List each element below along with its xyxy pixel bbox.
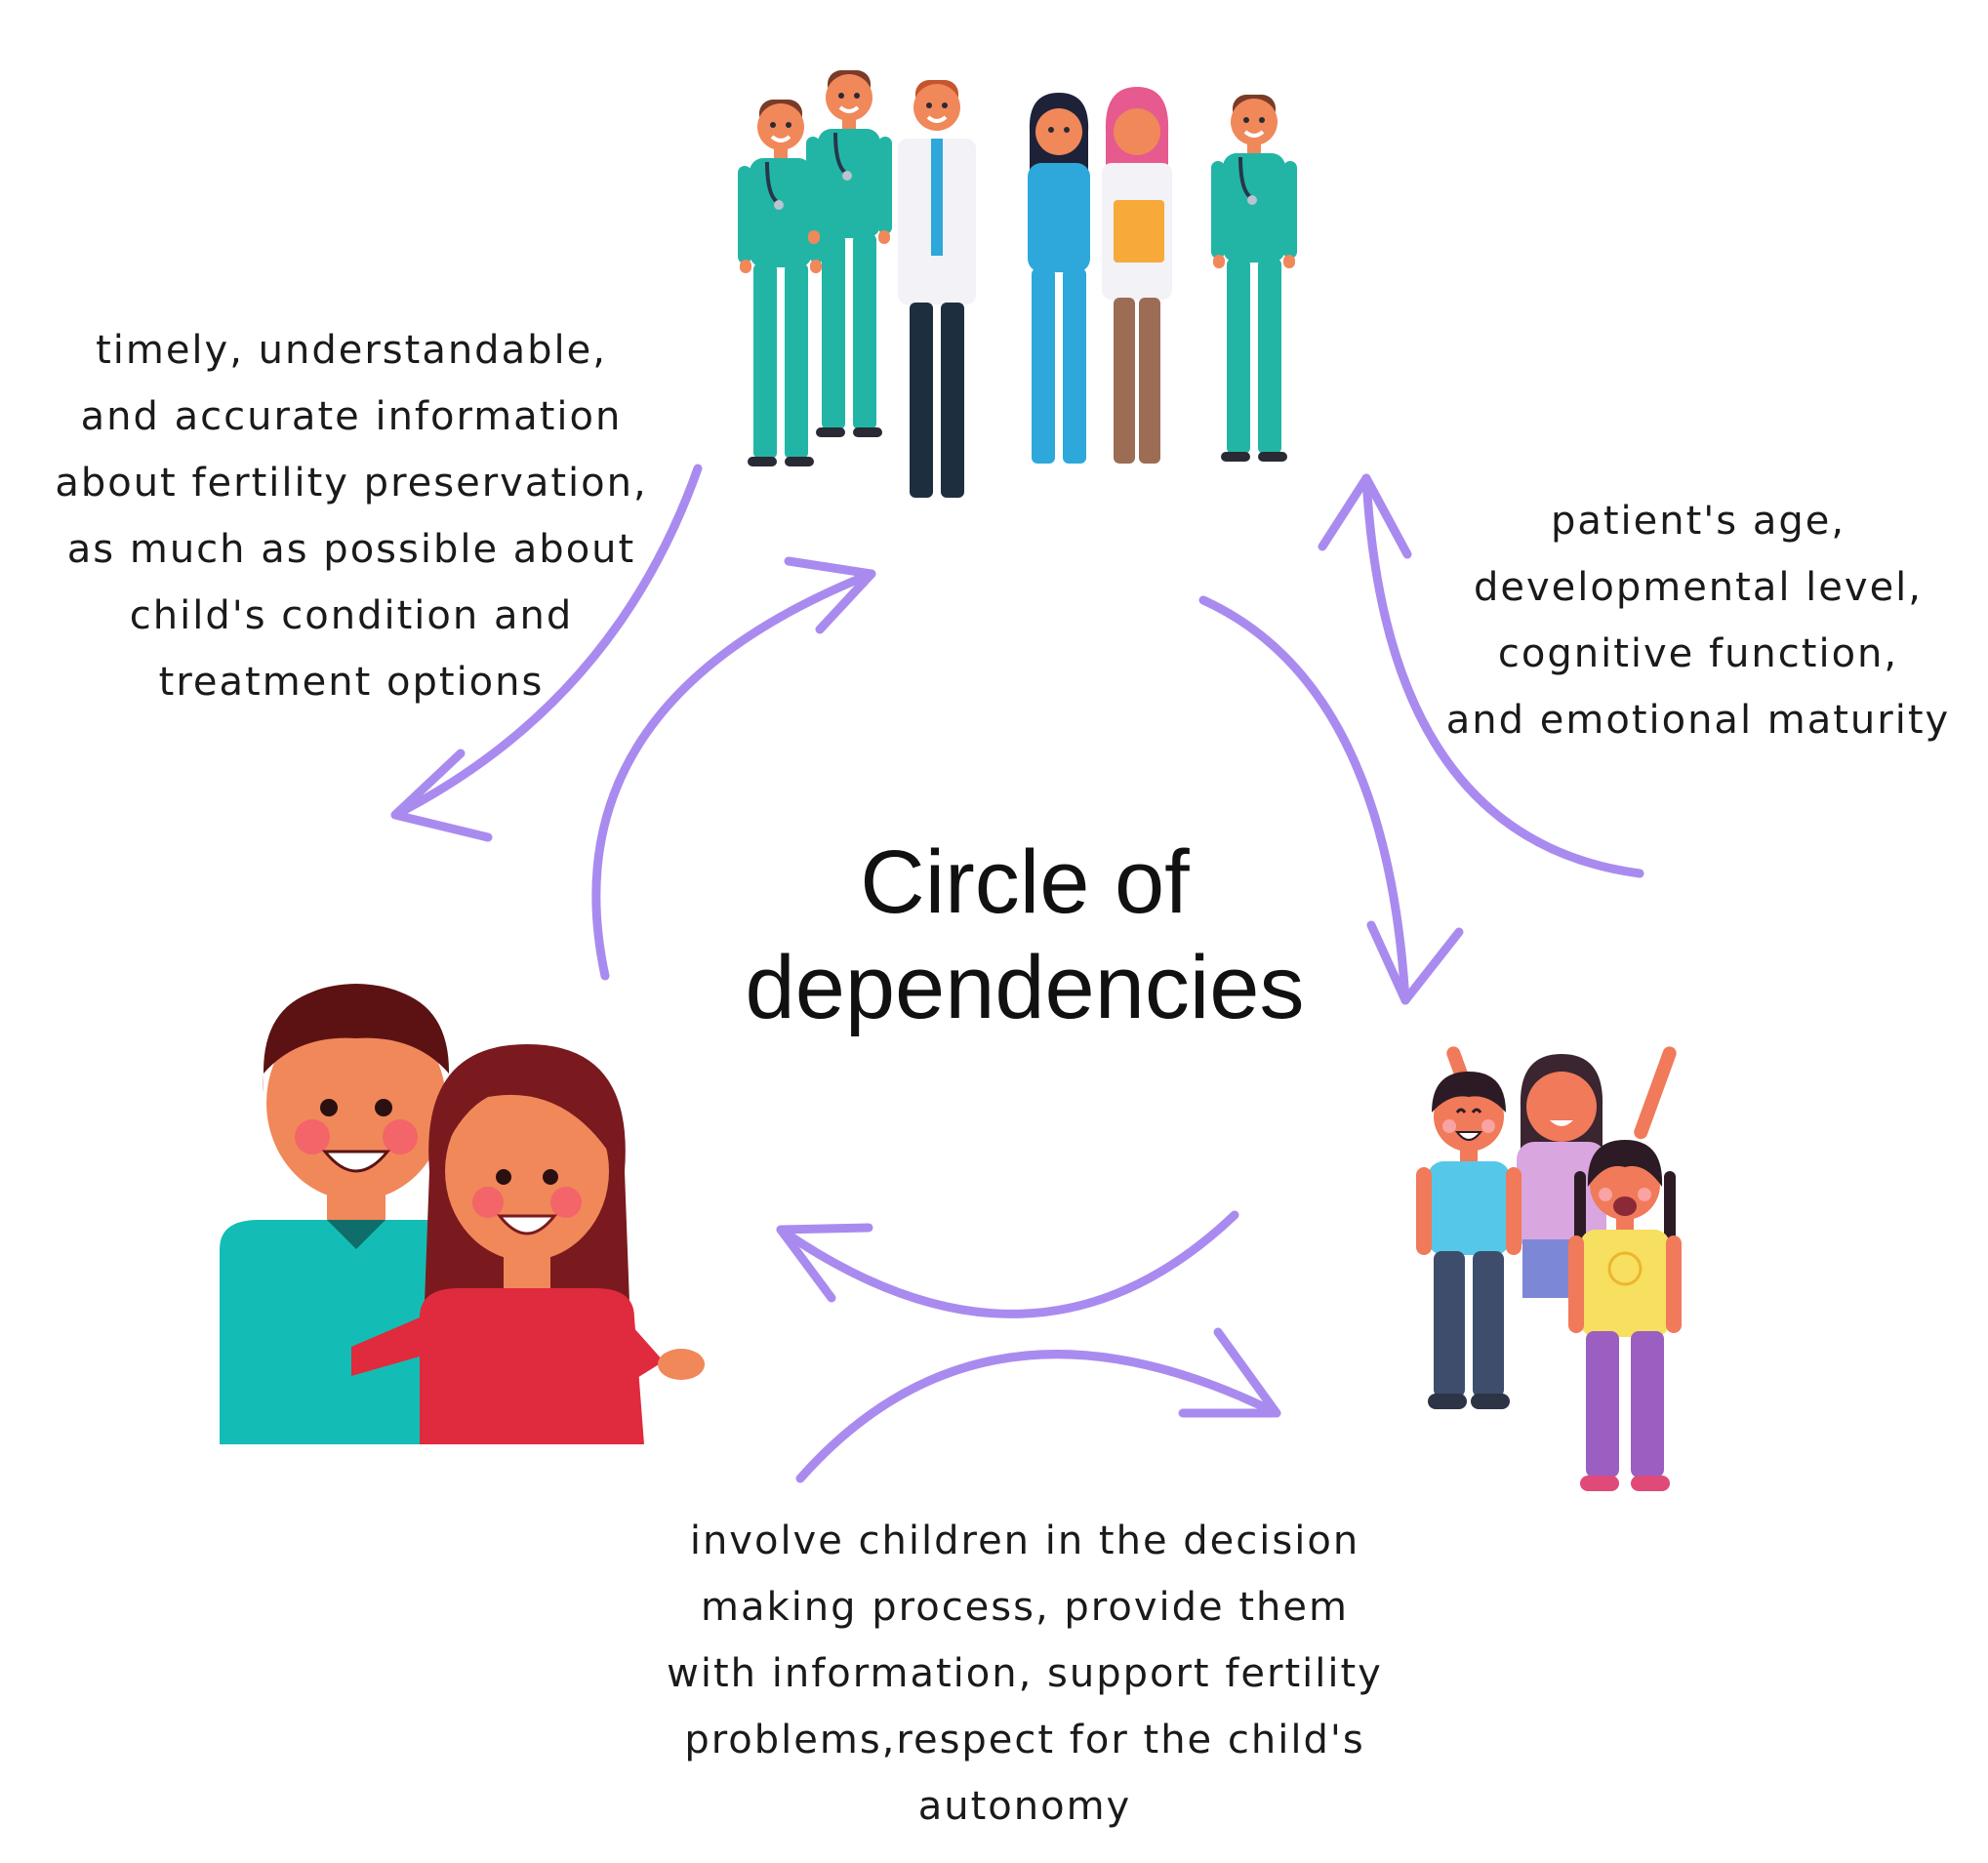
arrow-parents-to-children <box>795 1350 1281 1483</box>
label-line: timely, understandable, <box>96 328 607 373</box>
title-line-2: dependencies <box>745 938 1305 1037</box>
arrow-parents-to-staff <box>591 569 876 981</box>
label-line: problems,respect for the child's <box>684 1718 1365 1762</box>
title-line-1: Circle of <box>860 832 1190 932</box>
label-line: making process, provide them <box>701 1585 1349 1630</box>
label-line: autonomy <box>917 1784 1132 1829</box>
arrowhead-children-to-staff <box>1318 473 1412 559</box>
arrowhead-children-to-parents <box>776 1223 873 1303</box>
label-line: patient's age, <box>1550 499 1846 544</box>
label-line: involve children in the decision <box>689 1519 1360 1563</box>
diagram-title: Circle of dependencies <box>644 830 1405 1040</box>
label-line: child's condition and <box>129 593 574 638</box>
arrowhead-parents-to-children <box>1178 1327 1281 1418</box>
label-children-to-doctors: patient's age, developmental level, cogn… <box>1425 488 1971 753</box>
label-line: developmental level, <box>1473 565 1924 610</box>
arrow-children-to-parents <box>776 1210 1239 1318</box>
label-line: with information, support fertility <box>667 1651 1383 1696</box>
arrow-staff-to-parents <box>390 464 703 820</box>
arrowhead-parents-to-staff <box>784 556 876 634</box>
label-doctors-to-parents: timely, understandable, and accurate inf… <box>29 317 673 715</box>
arrow-staff-to-children <box>1198 595 1410 1005</box>
label-line: and emotional maturity <box>1445 698 1951 743</box>
label-line: as much as possible about <box>66 527 636 572</box>
parents-illustration <box>220 984 705 1444</box>
children-illustration <box>1414 1046 1682 1491</box>
medical-staff-illustration <box>736 68 1299 498</box>
arrow-children-to-staff <box>1361 473 1644 878</box>
label-parents-to-children: involve children in the decision making … <box>625 1508 1425 1840</box>
label-line: and accurate information <box>80 394 623 439</box>
arrowhead-staff-to-parents <box>390 749 493 842</box>
label-line: cognitive function, <box>1497 631 1899 676</box>
arrowhead-staff-to-children <box>1366 920 1464 1005</box>
label-line: about fertility preservation, <box>55 461 648 506</box>
label-line: treatment options <box>158 660 545 705</box>
